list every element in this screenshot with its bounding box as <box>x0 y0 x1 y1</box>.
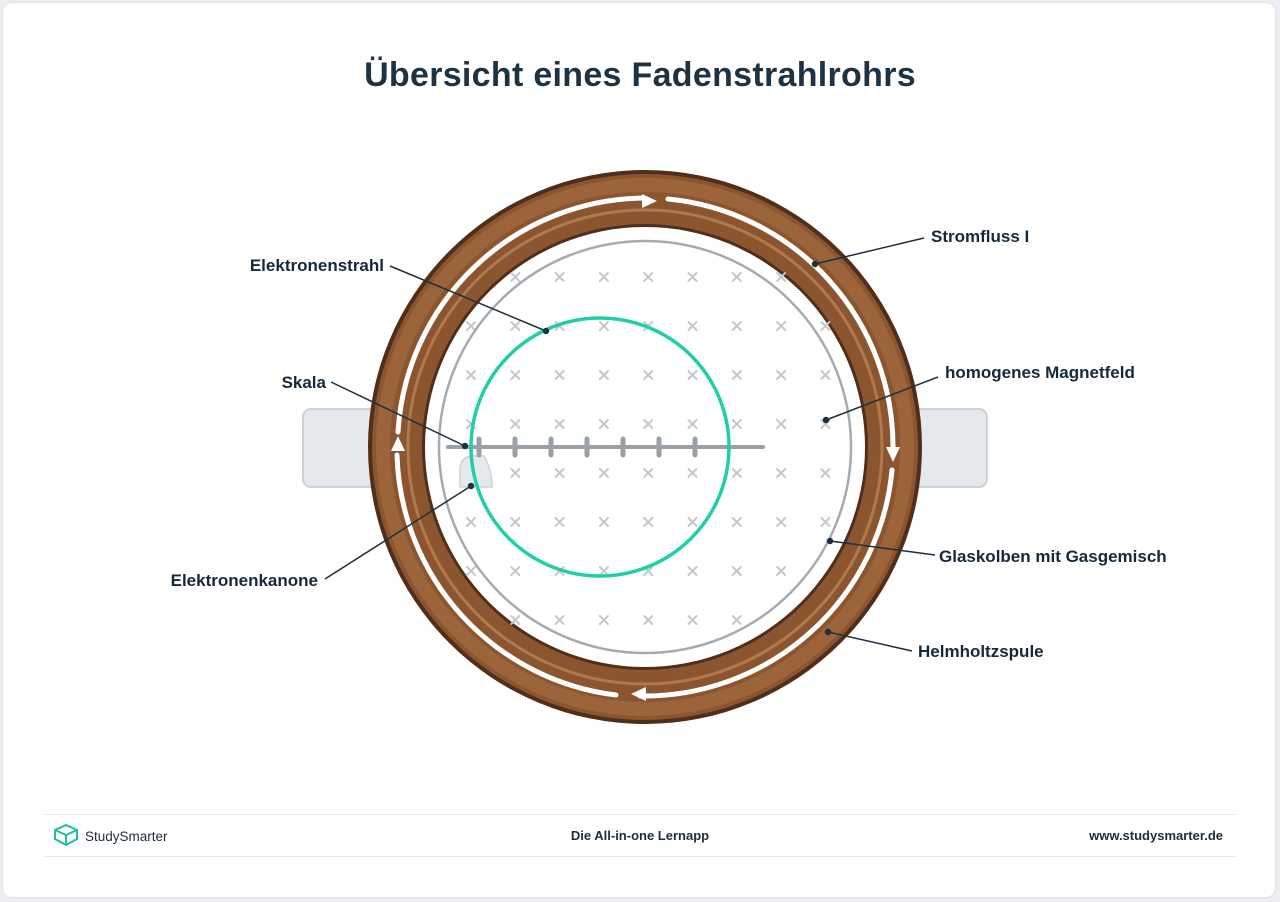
field-cross-icon <box>687 272 698 282</box>
footer-divider-bottom <box>45 856 1235 857</box>
field-cross-icon <box>820 370 831 380</box>
field-cross-icon <box>687 370 698 380</box>
electron-beam <box>469 316 731 578</box>
field-cross-icon <box>598 321 609 331</box>
field-cross-icon <box>554 419 565 429</box>
leader-lines <box>324 237 939 652</box>
field-cross-icon <box>687 468 698 478</box>
helmholtz-coil-band <box>376 178 914 716</box>
field-cross-icon <box>687 321 698 331</box>
field-cross-icon <box>731 517 742 527</box>
field-cross-icon <box>598 370 609 380</box>
field-cross-icon <box>598 517 609 527</box>
label-elektronenstrahl: Elektronenstrahl <box>250 256 384 275</box>
field-cross-icon <box>820 517 831 527</box>
scale-ticks <box>476 436 698 458</box>
field-cross-icon <box>820 468 831 478</box>
field-cross-icon <box>731 615 742 625</box>
field-cross-icon <box>510 370 521 380</box>
footer: StudySmarter Die All-in-one Lernapp www.… <box>45 815 1235 855</box>
brand-name: StudySmarter <box>85 829 168 844</box>
field-cross-icon <box>687 615 698 625</box>
diagram-title: Übersicht eines Fadenstrahlrohrs <box>364 56 916 94</box>
field-cross-icon <box>776 321 787 331</box>
field-cross-icon <box>643 419 654 429</box>
field-cross-icon <box>776 468 787 478</box>
arrowhead-left-icon <box>391 436 405 451</box>
field-cross-icon <box>598 468 609 478</box>
field-cross-icon <box>510 321 521 331</box>
label-stromfluss: Stromfluss I <box>931 227 1029 246</box>
field-cross-icon <box>554 517 565 527</box>
field-cross-icon <box>598 566 609 576</box>
brand[interactable]: StudySmarter <box>53 823 168 850</box>
label-glaskolben: Glaskolben mit Gasgemisch <box>939 547 1167 566</box>
arrowhead-top-icon <box>642 194 657 208</box>
field-cross-icon <box>776 272 787 282</box>
field-cross-icon <box>731 272 742 282</box>
field-cross-icon <box>554 272 565 282</box>
field-cross-icon <box>643 468 654 478</box>
footer-divider-top <box>45 814 1235 815</box>
field-cross-icon <box>510 272 521 282</box>
field-cross-icon <box>776 517 787 527</box>
glass-bulb <box>437 239 853 655</box>
field-cross-icon <box>776 370 787 380</box>
field-cross-icon <box>598 419 609 429</box>
field-cross-icon <box>820 321 831 331</box>
field-cross-icon <box>466 370 476 380</box>
field-cross-icon <box>643 517 654 527</box>
field-cross-icon <box>731 566 742 576</box>
field-cross-icon <box>776 419 787 429</box>
field-cross-icon <box>466 517 476 527</box>
current-flow-path <box>394 195 896 699</box>
field-cross-icon <box>643 370 654 380</box>
field-cross-icon <box>687 419 698 429</box>
field-cross-icon <box>466 566 476 576</box>
footer-tagline: Die All-in-one Lernapp <box>570 828 710 843</box>
arrowhead-right-icon <box>886 447 900 462</box>
footer-url[interactable]: www.studysmarter.de <box>1089 828 1223 843</box>
field-cross-icon <box>643 272 654 282</box>
field-cross-icon <box>510 517 521 527</box>
field-cross-icon <box>731 370 742 380</box>
arrowhead-bottom-icon <box>631 687 646 701</box>
field-cross-icon <box>554 615 565 625</box>
field-cross-icon <box>510 566 521 576</box>
field-cross-icon <box>510 615 521 625</box>
field-cross-icon <box>510 468 521 478</box>
field-cross-icon <box>687 517 698 527</box>
field-cross-icon <box>731 419 742 429</box>
label-skala: Skala <box>282 373 327 392</box>
field-cross-icon <box>598 615 609 625</box>
field-cross-icon <box>598 272 609 282</box>
field-cross-icon <box>731 321 742 331</box>
field-cross-icon <box>554 468 565 478</box>
field-cross-icon <box>776 566 787 576</box>
label-magnetfeld: homogenes Magnetfeld <box>945 363 1135 382</box>
helmholtz-coil-stripe <box>406 208 884 686</box>
field-cross-icon <box>731 468 742 478</box>
field-cross-icon <box>643 615 654 625</box>
field-cross-icon <box>687 566 698 576</box>
current-flow-arrowheads <box>391 194 900 701</box>
magnetic-field-crosses <box>466 272 831 625</box>
label-helmholtzspule: Helmholtzspule <box>918 642 1044 661</box>
field-cross-icon <box>510 419 521 429</box>
studysmarter-logo-icon <box>53 823 79 850</box>
field-cross-icon <box>466 321 476 331</box>
field-cross-icon <box>554 370 565 380</box>
label-elektronenkanone: Elektronenkanone <box>171 571 318 590</box>
